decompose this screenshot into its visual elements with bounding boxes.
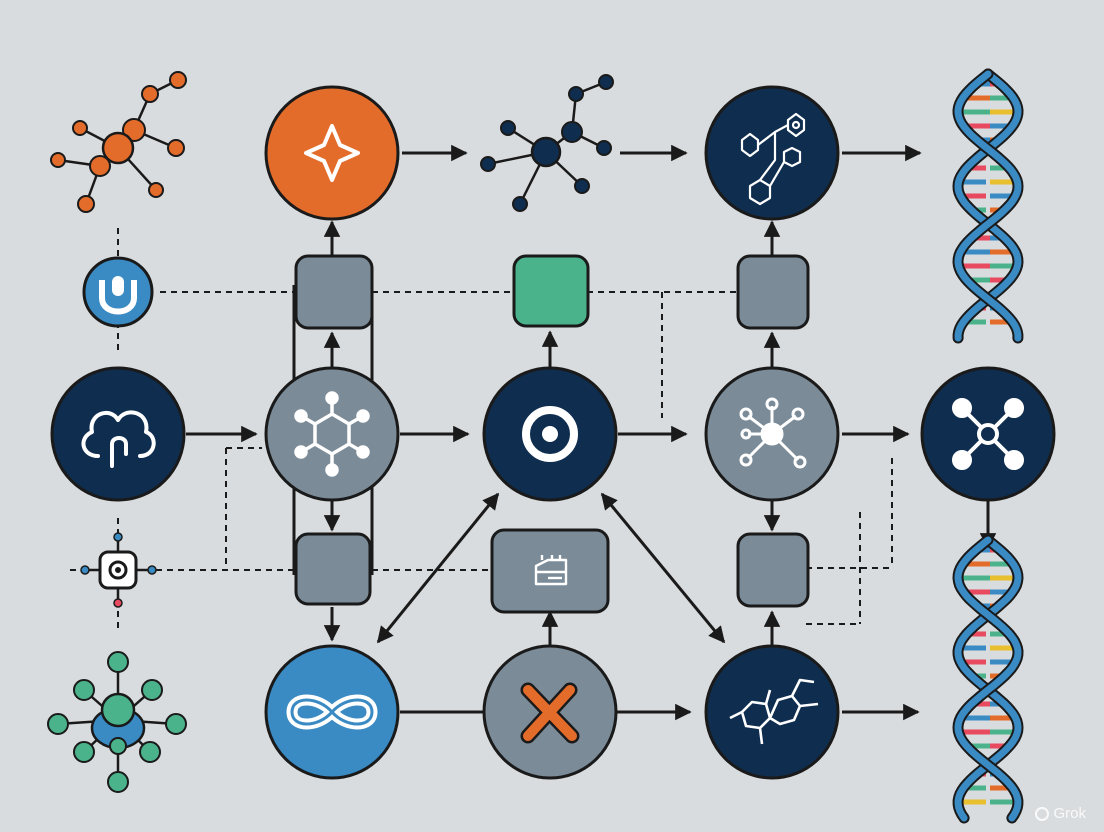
target-ring-icon: [522, 406, 578, 462]
gray-square-node[interactable]: [294, 532, 372, 606]
green-square-node[interactable]: [512, 254, 590, 328]
molecule-navy-icon: [480, 74, 614, 212]
gray-square-node[interactable]: [736, 532, 810, 608]
x-icon: [520, 682, 580, 744]
dna-helix-icon: [952, 534, 1024, 824]
gray-square-node[interactable]: [294, 254, 374, 330]
gray-square-node[interactable]: [736, 254, 810, 330]
hub-network-icon: [739, 397, 807, 469]
structure-node[interactable]: [704, 85, 840, 221]
hexagon-structure-icon: [740, 112, 806, 206]
square-nodes: [294, 254, 810, 614]
molecule-orange-icon: [50, 71, 187, 213]
bidirectional-arrow: [376, 492, 500, 644]
bidirectional-arrow: [600, 492, 726, 644]
component-node-icon: [534, 555, 568, 586]
cloud-icon: [81, 410, 156, 468]
switch-node-icon[interactable]: [82, 256, 154, 328]
network-node-icon: [952, 398, 1024, 470]
hexagon-node[interactable]: [264, 366, 400, 502]
watermark: Grok: [1035, 805, 1086, 822]
watermark-text: Grok: [1053, 805, 1086, 822]
star-icon: [304, 124, 360, 182]
switch-node-icon[interactable]: [80, 532, 157, 608]
circle-nodes: [50, 85, 1056, 780]
grok-logo-icon: [1035, 806, 1050, 821]
chain-molecule-icon: [729, 678, 819, 745]
network-green-icon: [47, 651, 187, 793]
hexagon-network-icon: [294, 391, 370, 477]
cloud-node[interactable]: [50, 366, 186, 502]
infinity-icon: [286, 694, 378, 730]
dna-helix-icon: [952, 68, 1024, 344]
